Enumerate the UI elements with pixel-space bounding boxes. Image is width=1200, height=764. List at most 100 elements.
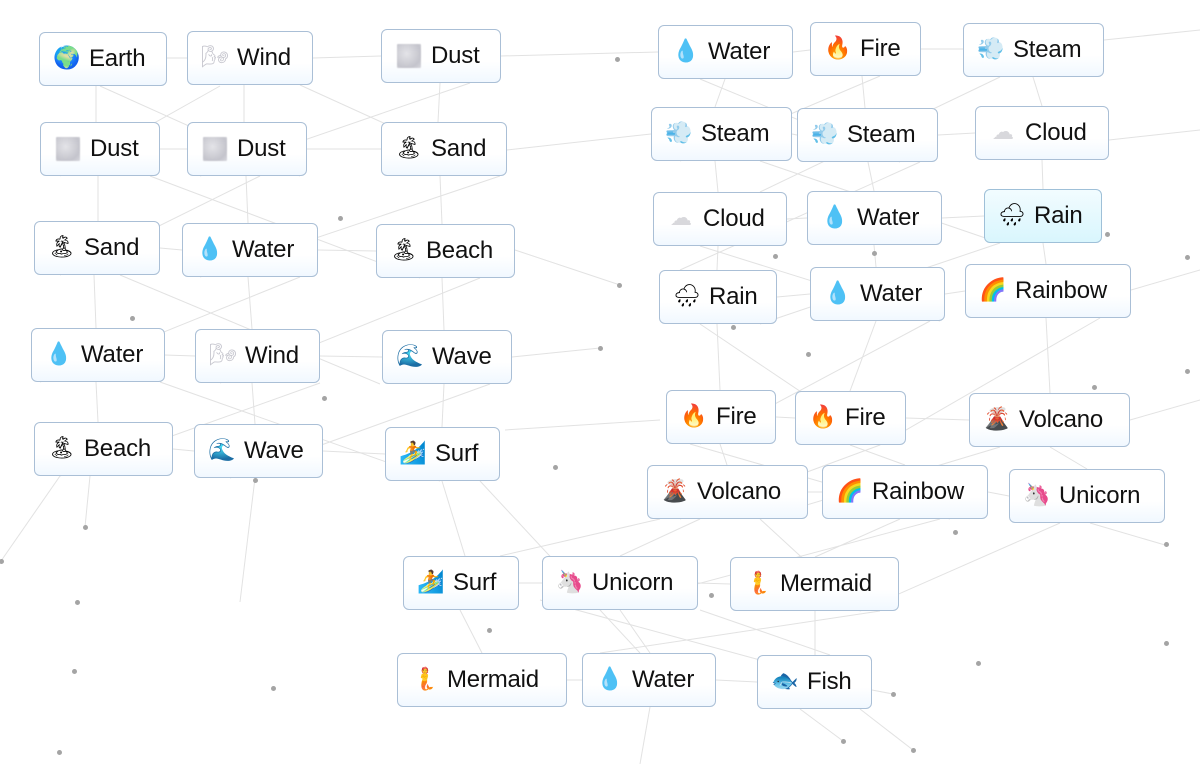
particle-dot xyxy=(911,748,916,753)
droplet-icon: 💧 xyxy=(824,281,852,306)
particle-dot xyxy=(57,750,62,755)
element-card-water[interactable]: 💧Water xyxy=(31,328,165,382)
particle-dot xyxy=(130,316,135,321)
particle-dot xyxy=(617,283,622,288)
element-card-rain[interactable]: 🌧Rain xyxy=(659,270,777,324)
particle-dot xyxy=(891,692,896,697)
droplet-icon: 💧 xyxy=(596,667,624,692)
element-card-steam[interactable]: 💨Steam xyxy=(797,108,938,162)
dust-icon xyxy=(54,135,82,163)
rain-cloud-icon: 🌧 xyxy=(673,284,701,309)
element-card-surf[interactable]: 🏄Surf xyxy=(385,427,500,481)
element-card-cloud[interactable]: ☁Cloud xyxy=(975,106,1109,160)
element-card-fire[interactable]: 🔥Fire xyxy=(795,391,906,445)
particle-dot xyxy=(322,396,327,401)
element-card-fire[interactable]: 🔥Fire xyxy=(810,22,921,76)
particle-dot xyxy=(953,530,958,535)
particle-dot xyxy=(338,216,343,221)
element-card-unicorn[interactable]: 🦄Unicorn xyxy=(542,556,698,610)
earth-globe-icon: 🌍 xyxy=(53,46,81,71)
dust-icon xyxy=(201,135,229,163)
particle-dot xyxy=(806,352,811,357)
element-card-unicorn[interactable]: 🦄Unicorn xyxy=(1009,469,1165,523)
beach-umbrella-icon: 🏝 xyxy=(48,235,76,260)
unicorn-icon: 🦄 xyxy=(556,570,584,595)
particle-dot xyxy=(773,254,778,259)
rainbow-icon: 🌈 xyxy=(979,278,1007,303)
particle-dot xyxy=(872,251,877,256)
wind-face-icon: 🌬 xyxy=(201,45,229,70)
unicorn-icon: 🦄 xyxy=(1023,483,1051,508)
particle-dot xyxy=(271,686,276,691)
element-card-fire[interactable]: 🔥Fire xyxy=(666,390,776,444)
element-card-wind[interactable]: 🌬Wind xyxy=(187,31,313,85)
element-card-mermaid[interactable]: 🧜Mermaid xyxy=(730,557,899,611)
element-card-water[interactable]: 💧Water xyxy=(582,653,716,707)
element-card-wave[interactable]: 🌊Wave xyxy=(382,330,512,384)
beach-umbrella-icon: 🏝 xyxy=(48,436,76,461)
droplet-icon: 💧 xyxy=(45,342,73,367)
element-card-steam[interactable]: 💨Steam xyxy=(651,107,792,161)
mermaid-icon: 🧜 xyxy=(744,571,772,596)
particle-dot xyxy=(253,478,258,483)
volcano-icon: 🌋 xyxy=(661,479,689,504)
droplet-icon: 💧 xyxy=(821,205,849,230)
element-card-rainbow[interactable]: 🌈Rainbow xyxy=(822,465,988,519)
particle-dot xyxy=(83,525,88,530)
surfer-icon: 🏄 xyxy=(417,570,445,595)
element-card-rain-selected[interactable]: 🌧Rain xyxy=(984,189,1102,243)
particle-dot xyxy=(1185,369,1190,374)
element-card-surf[interactable]: 🏄Surf xyxy=(403,556,519,610)
rain-cloud-icon: 🌧 xyxy=(998,203,1026,228)
element-card-mermaid[interactable]: 🧜Mermaid xyxy=(397,653,567,707)
beach-umbrella-icon: 🏝 xyxy=(395,136,423,161)
element-card-volcano[interactable]: 🌋Volcano xyxy=(969,393,1130,447)
element-card-water[interactable]: 💧Water xyxy=(810,267,945,321)
particle-dot xyxy=(1092,385,1097,390)
particle-dot xyxy=(615,57,620,62)
particle-dot xyxy=(1164,542,1169,547)
steam-puff-icon: 💨 xyxy=(811,122,839,147)
element-card-water[interactable]: 💧Water xyxy=(182,223,318,277)
element-card-fish[interactable]: 🐟Fish xyxy=(757,655,872,709)
beach-umbrella-icon: 🏝 xyxy=(390,238,418,263)
dust-icon xyxy=(395,42,423,70)
mermaid-icon: 🧜 xyxy=(411,667,439,692)
steam-puff-icon: 💨 xyxy=(665,121,693,146)
element-card-dust[interactable]: Dust xyxy=(187,122,307,176)
wave-icon: 🌊 xyxy=(208,438,236,463)
element-card-steam[interactable]: 💨Steam xyxy=(963,23,1104,77)
cloud-icon: ☁ xyxy=(992,120,1014,145)
element-card-rainbow[interactable]: 🌈Rainbow xyxy=(965,264,1131,318)
volcano-icon: 🌋 xyxy=(983,407,1011,432)
wind-face-icon: 🌬 xyxy=(209,343,237,368)
surfer-icon: 🏄 xyxy=(399,441,427,466)
element-card-sand[interactable]: 🏝Sand xyxy=(34,221,160,275)
fire-icon: 🔥 xyxy=(824,36,852,61)
particle-dot xyxy=(598,346,603,351)
particle-dot xyxy=(72,669,77,674)
element-card-dust[interactable]: Dust xyxy=(381,29,501,83)
element-card-dust[interactable]: Dust xyxy=(40,122,160,176)
steam-puff-icon: 💨 xyxy=(977,37,1005,62)
element-card-earth[interactable]: 🌍Earth xyxy=(39,32,167,86)
element-card-wind[interactable]: 🌬Wind xyxy=(195,329,320,383)
particle-dot xyxy=(553,465,558,470)
element-card-beach[interactable]: 🏝Beach xyxy=(376,224,515,278)
fish-icon: 🐟 xyxy=(771,669,799,694)
element-card-cloud[interactable]: ☁Cloud xyxy=(653,192,787,246)
element-card-volcano[interactable]: 🌋Volcano xyxy=(647,465,808,519)
fire-icon: 🔥 xyxy=(680,404,708,429)
wave-icon: 🌊 xyxy=(396,344,424,369)
element-card-beach[interactable]: 🏝Beach xyxy=(34,422,173,476)
droplet-icon: 💧 xyxy=(196,237,224,262)
droplet-icon: 💧 xyxy=(672,39,700,64)
element-card-water[interactable]: 💧Water xyxy=(807,191,942,245)
particle-dot xyxy=(731,325,736,330)
particle-dot xyxy=(976,661,981,666)
element-card-sand[interactable]: 🏝Sand xyxy=(381,122,507,176)
particle-dot xyxy=(1164,641,1169,646)
element-card-wave[interactable]: 🌊Wave xyxy=(194,424,323,478)
element-card-water[interactable]: 💧Water xyxy=(658,25,793,79)
